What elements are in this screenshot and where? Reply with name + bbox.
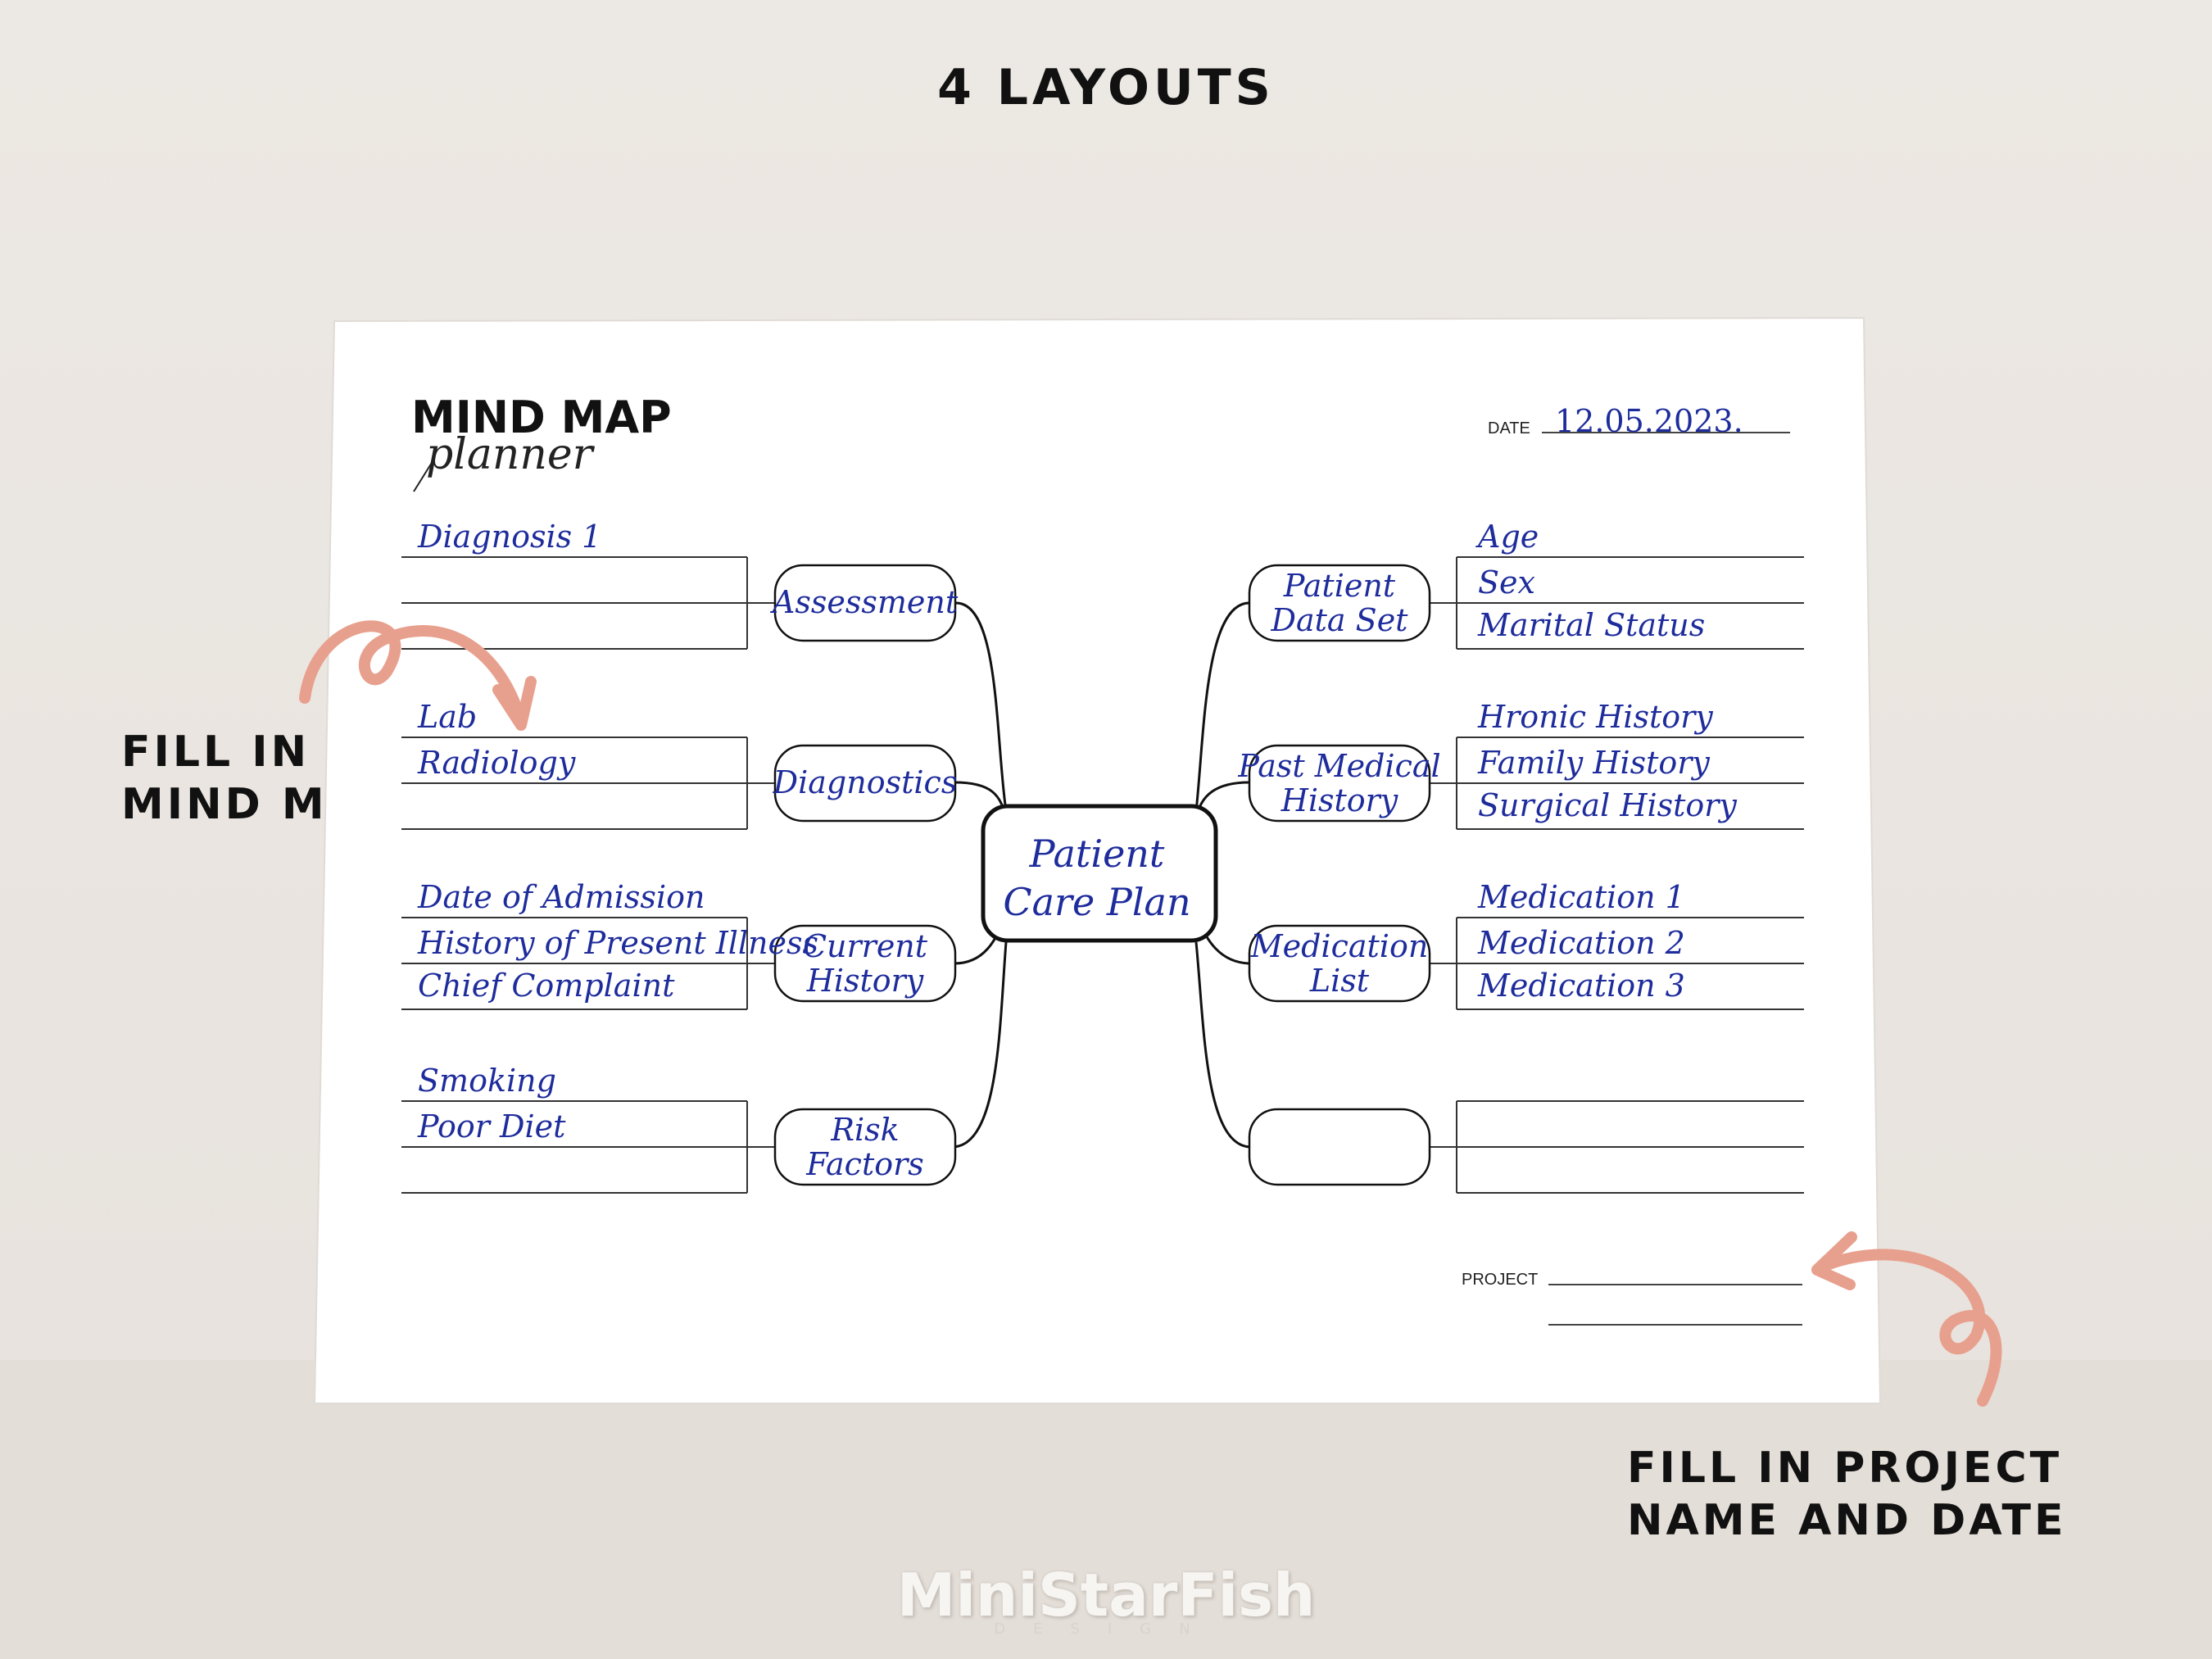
- entry-text: Diagnosis 1: [417, 519, 601, 555]
- node-label: Data Set: [1271, 602, 1409, 638]
- entry-text: Family History: [1477, 745, 1710, 781]
- date-label: DATE: [1488, 419, 1530, 437]
- entry-text: Poor Diet: [417, 1108, 566, 1145]
- project-label: PROJECT: [1462, 1271, 1538, 1289]
- node-label: Past Medical: [1237, 748, 1440, 784]
- arrow-to-mindmap-icon: [299, 620, 524, 717]
- brand-tagline: DESIGN: [994, 1620, 1218, 1638]
- entry-text: Lab: [417, 699, 477, 735]
- branch-right-4: [1248, 1100, 1804, 1194]
- branch-node: [773, 924, 957, 1003]
- branch-left-1: Assessment Diagnosis 1: [401, 519, 959, 650]
- callout-line: FILL IN: [121, 728, 310, 777]
- arrow-head-icon: [492, 676, 537, 731]
- arrow-head-icon: [1811, 1231, 1857, 1290]
- entry-text: Surgical History: [1478, 787, 1737, 823]
- branch-node: [1248, 924, 1431, 1003]
- entry-text: Radiology: [417, 745, 576, 781]
- page-heading: 4 LAYOUTS: [937, 59, 1275, 116]
- callout-line: FILL IN PROJECT: [1627, 1444, 2063, 1493]
- date-value: 12.05.2023.: [1555, 403, 1743, 439]
- arrow-to-project-icon: [1813, 1249, 2002, 1407]
- node-label: Factors: [805, 1146, 924, 1182]
- node-label: History: [806, 963, 924, 999]
- entry-text: History of Present Illness: [417, 925, 818, 961]
- node-label: Patient: [1283, 568, 1396, 604]
- brand-logo: MiniStarFish: [896, 1561, 1316, 1630]
- entry-text: Marital Status: [1477, 607, 1705, 643]
- node-label: History: [1281, 782, 1398, 818]
- entry-text: Date of Admission: [417, 879, 705, 915]
- branch-node: [773, 564, 957, 642]
- entry-text: Chief Complaint: [418, 968, 675, 1004]
- entry-text: Medication 2: [1477, 925, 1685, 961]
- node-label: List: [1309, 963, 1370, 999]
- planner-subtitle: planner: [426, 430, 596, 479]
- node-label: Medication: [1250, 928, 1429, 964]
- center-node: [981, 804, 1218, 943]
- entry-text: Smoking: [418, 1063, 556, 1099]
- floor-background: [0, 1360, 2212, 1659]
- node-label: Assessment: [770, 584, 959, 620]
- center-line-2: Care Plan: [1003, 880, 1190, 924]
- entry-text: Medication 1: [1477, 879, 1685, 915]
- entry-text: Age: [1475, 519, 1539, 555]
- callout-fill-project: FILL IN PROJECT NAME AND DATE: [1627, 1442, 2067, 1547]
- entry-text: Medication 3: [1477, 968, 1685, 1004]
- planner-title: MIND MAP: [411, 392, 672, 443]
- node-label: Current: [803, 928, 928, 964]
- branch-node: [773, 744, 957, 823]
- left-branches: Assessment Diagnosis 1 Diagnostics LabRadio…: [401, 519, 959, 1194]
- node-label: Risk: [830, 1112, 899, 1148]
- branch-node: [1248, 564, 1431, 642]
- node-label: Diagnostics: [773, 764, 958, 800]
- branch-node: [1248, 744, 1431, 823]
- entry-text: Hronic History: [1477, 699, 1713, 735]
- entry-text: Sex: [1478, 564, 1535, 601]
- branch-node: [773, 1108, 957, 1186]
- center-line-1: Patient: [1029, 832, 1165, 876]
- callout-line: NAME AND DATE: [1627, 1496, 2067, 1545]
- branch-node: [1248, 1108, 1431, 1186]
